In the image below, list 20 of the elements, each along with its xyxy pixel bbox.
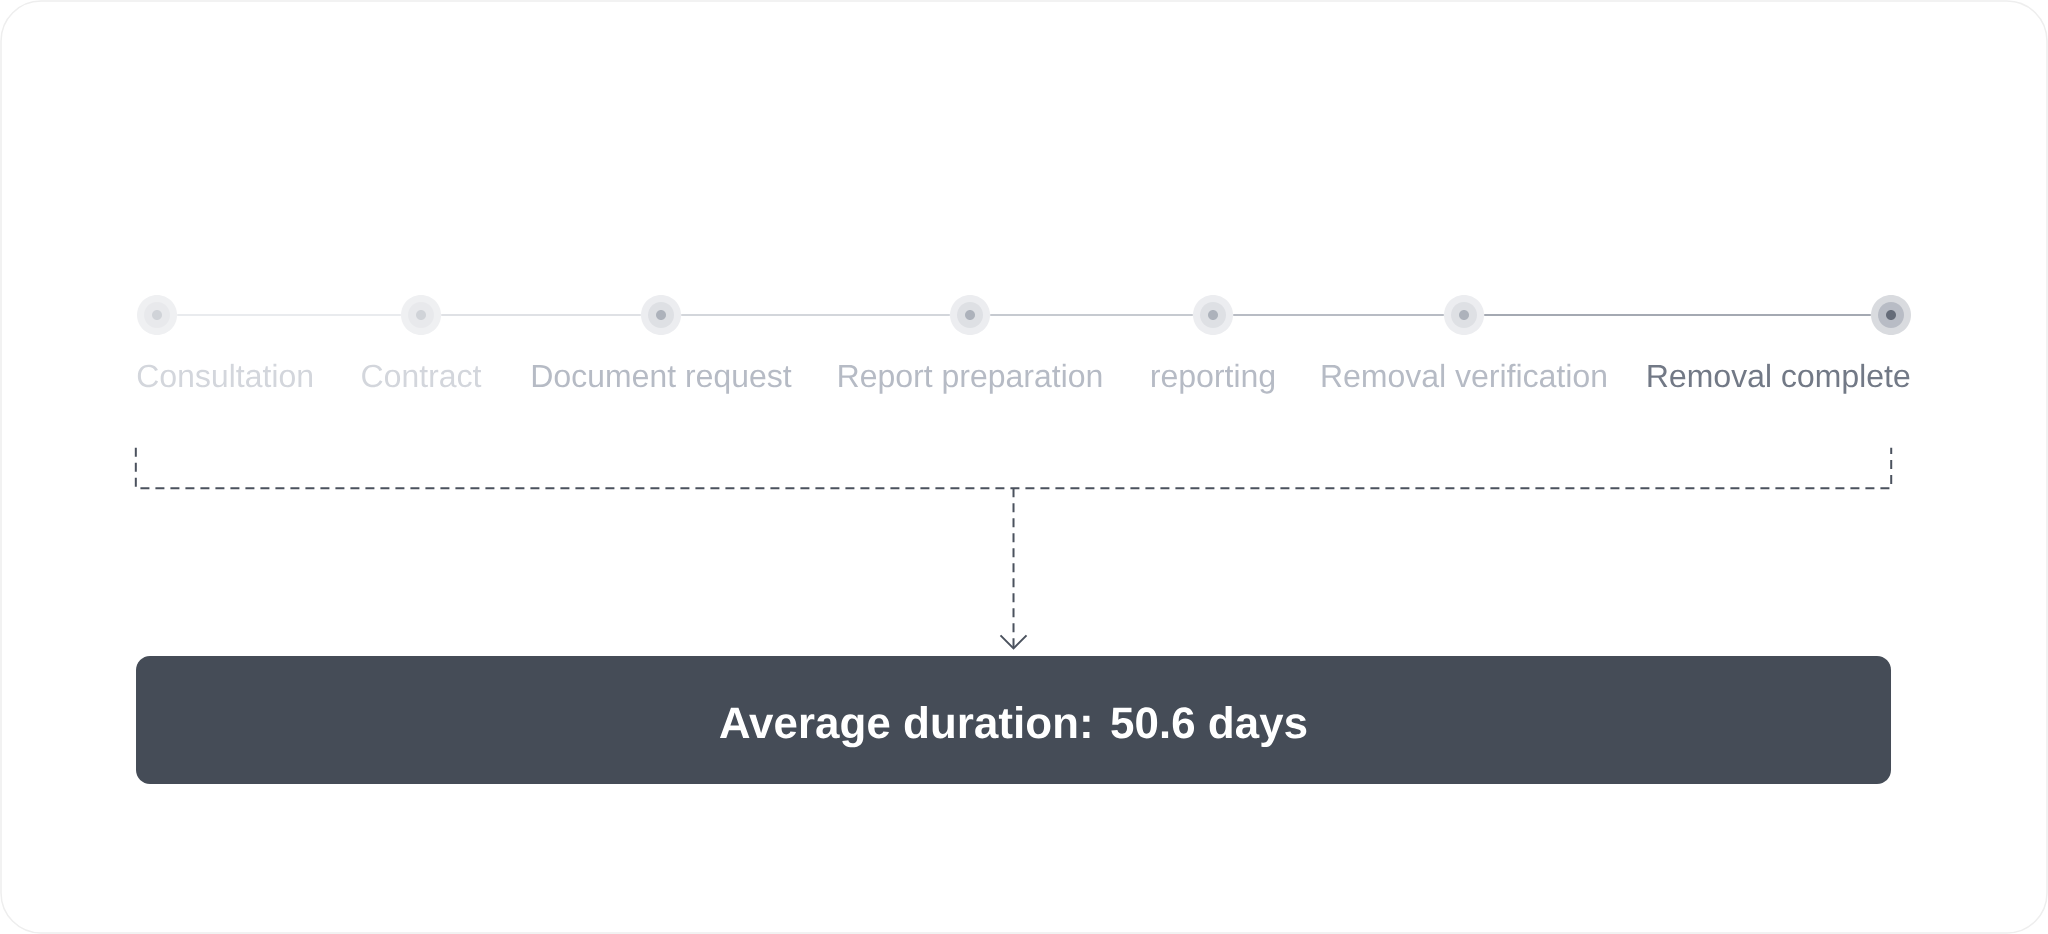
arrow bbox=[999, 487, 1028, 650]
timeline-line bbox=[1483, 314, 1872, 316]
bracket bbox=[134, 446, 1893, 490]
step-label: Removal complete bbox=[1648, 363, 1910, 394]
summary-box: Average duration: 50.6 days bbox=[136, 656, 1891, 784]
timeline-line bbox=[440, 314, 642, 316]
timeline-dot bbox=[641, 295, 681, 335]
timeline-dot bbox=[401, 295, 441, 335]
timeline-dot bbox=[1871, 295, 1911, 335]
timeline-dot bbox=[1193, 295, 1233, 335]
step-label: reporting bbox=[1152, 363, 1275, 394]
step-label: Removal verification bbox=[1322, 363, 1606, 388]
timeline-line bbox=[1232, 314, 1445, 316]
step-label: Document request bbox=[532, 365, 792, 394]
timeline-line bbox=[989, 314, 1194, 316]
timeline-dot bbox=[1444, 295, 1484, 335]
timeline-line bbox=[680, 314, 951, 316]
step-label: Report preparation bbox=[839, 363, 1102, 394]
timeline-dot bbox=[950, 295, 990, 335]
timeline-dot bbox=[137, 295, 177, 335]
